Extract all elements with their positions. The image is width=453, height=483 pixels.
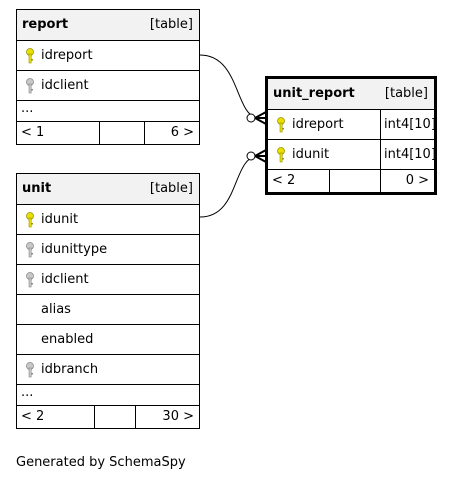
- key-icon: [26, 362, 34, 378]
- column-row[interactable]: idunit int4[10]: [268, 139, 436, 169]
- table-footer: < 2 30 >: [17, 405, 199, 428]
- column-name: enabled: [41, 332, 94, 347]
- link-unit-end-circle: [246, 151, 256, 161]
- column-row[interactable]: idunittype: [17, 234, 199, 264]
- table-unit-report[interactable]: unit_report [table] idreport int4[10] id…: [265, 76, 437, 195]
- key-icon: [26, 242, 34, 258]
- link-unit-crowfoot: [254, 149, 267, 163]
- table-unit[interactable]: unit [table] idunit idunittype idclient …: [16, 173, 200, 429]
- more-columns: ...: [17, 384, 199, 405]
- table-name: report: [22, 17, 69, 32]
- column-row[interactable]: idbranch: [17, 354, 199, 384]
- table-header[interactable]: unit [table]: [17, 174, 199, 204]
- table-footer: < 1 6 >: [17, 121, 199, 144]
- generated-by-label: Generated by SchemaSpy: [16, 455, 186, 470]
- key-icon: [26, 78, 34, 94]
- key-icon: [277, 147, 285, 163]
- table-name: unit_report: [273, 86, 355, 101]
- column-row[interactable]: idreport int4[10]: [268, 109, 436, 139]
- children-count[interactable]: 6 >: [170, 125, 194, 140]
- column-row[interactable]: idunit: [17, 204, 199, 234]
- key-icon: [26, 212, 34, 228]
- column-name: idreport: [292, 117, 344, 132]
- column-row[interactable]: idreport: [17, 40, 199, 70]
- table-footer: < 2 0 >: [268, 169, 434, 192]
- parents-count[interactable]: < 2: [21, 409, 45, 424]
- column-name: alias: [41, 302, 71, 317]
- column-name: idunit: [41, 212, 79, 227]
- table-header[interactable]: report [table]: [17, 10, 199, 40]
- table-header[interactable]: unit_report [table]: [268, 79, 434, 109]
- column-name: idclient: [41, 78, 89, 93]
- column-row[interactable]: alias: [17, 294, 199, 324]
- link-report-end-circle: [246, 113, 256, 123]
- link-report-crowfoot: [254, 111, 267, 125]
- link-report-unit-report: [199, 54, 259, 119]
- column-name: idclient: [41, 272, 89, 287]
- link-unit-unit-report: [199, 155, 259, 218]
- children-count[interactable]: 30 >: [162, 409, 194, 424]
- parents-count[interactable]: < 2: [272, 173, 296, 188]
- table-type: [table]: [149, 181, 193, 196]
- table-report[interactable]: report [table] idreport idclient ... < 1…: [16, 9, 200, 145]
- table-name: unit: [22, 181, 52, 196]
- column-row[interactable]: enabled: [17, 324, 199, 354]
- column-type: int4[10]: [384, 117, 436, 132]
- children-count[interactable]: 0 >: [405, 173, 429, 188]
- key-icon: [26, 272, 34, 288]
- column-name: idunittype: [41, 242, 108, 257]
- table-type: [table]: [149, 17, 193, 32]
- table-type: [table]: [384, 86, 428, 101]
- column-row[interactable]: idclient: [17, 264, 199, 294]
- column-name: idunit: [292, 147, 330, 162]
- key-icon: [26, 48, 34, 64]
- column-name: idreport: [41, 48, 93, 63]
- more-columns: ...: [17, 100, 199, 121]
- column-name: idbranch: [41, 362, 99, 377]
- key-icon: [277, 117, 285, 133]
- parents-count[interactable]: < 1: [21, 125, 45, 140]
- column-row[interactable]: idclient: [17, 70, 199, 100]
- column-type: int4[10]: [384, 147, 436, 162]
